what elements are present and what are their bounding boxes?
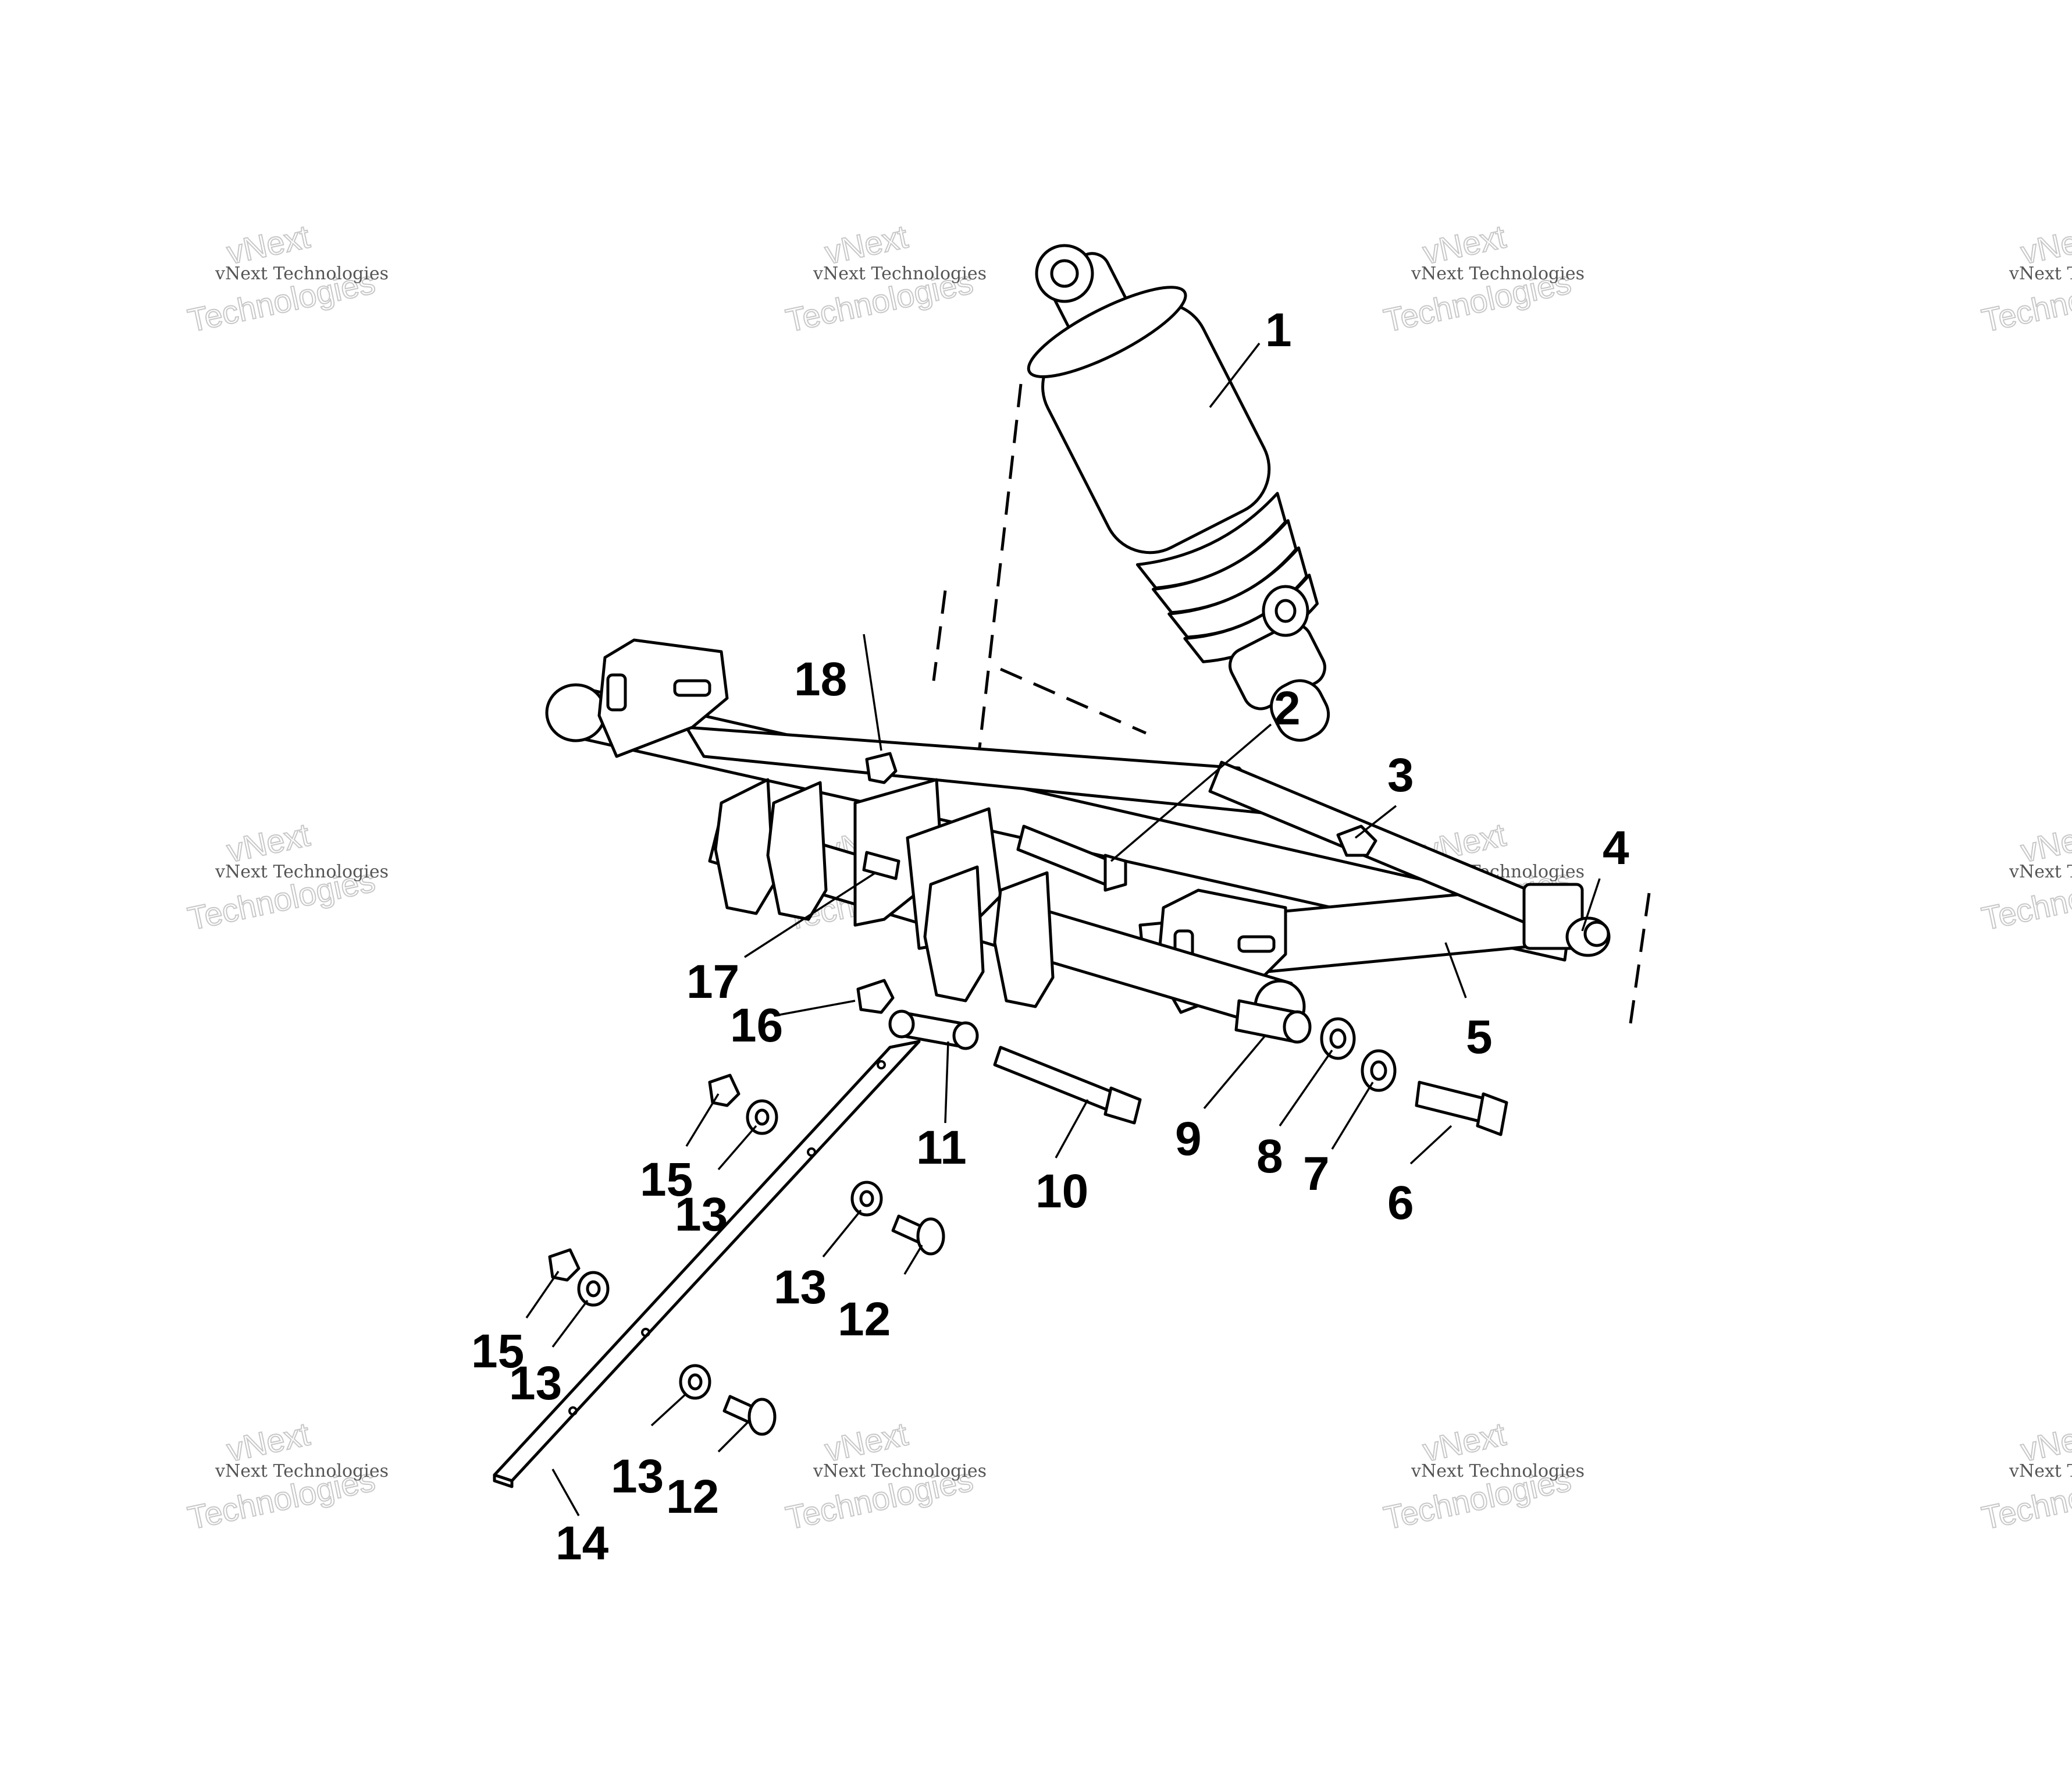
watermark-text: vNext Technologies <box>215 862 389 882</box>
callout-8: 8 <box>1256 1130 1283 1183</box>
swing-arm-assembly <box>545 638 1611 1034</box>
nut-18 <box>865 752 898 784</box>
callout-12b: 12 <box>666 1470 719 1523</box>
callout-15b: 15 <box>471 1325 524 1378</box>
watermark: vNext Technologies vNext Technologies <box>782 1414 987 1537</box>
watermark: vNext Technologies vNext Technologies <box>1978 815 2072 937</box>
pin-4 <box>1583 920 1610 947</box>
assembly-guide-lines <box>932 383 1651 1036</box>
washer-13d <box>679 1364 711 1400</box>
callout-14: 14 <box>556 1517 609 1570</box>
washer-13a <box>746 1099 778 1135</box>
nut-16 <box>856 979 895 1014</box>
watermark-text: vNext Technologies <box>1411 1461 1585 1481</box>
watermark-text: vNext Technologies <box>813 264 987 284</box>
watermark-text: vNext Technologies <box>2009 862 2072 882</box>
watermark: vNext Technologies vNext Technologies <box>1978 1414 2072 1537</box>
nut-3 <box>1336 824 1377 857</box>
callout-3: 3 <box>1387 749 1414 802</box>
spacer-9 <box>1234 999 1312 1044</box>
callout-18: 18 <box>794 653 847 706</box>
bolt-17 <box>862 851 900 880</box>
bolt-6 <box>1415 1080 1508 1136</box>
callout-13c: 13 <box>509 1357 562 1410</box>
callout-15a: 15 <box>640 1153 693 1206</box>
rivet-12b <box>722 1395 777 1436</box>
shock-absorber <box>1027 244 1330 742</box>
callout-7: 7 <box>1303 1147 1330 1200</box>
callout-16: 16 <box>730 999 783 1052</box>
callout-4: 4 <box>1603 822 1629 875</box>
callout-9: 9 <box>1175 1112 1202 1165</box>
watermark: vNext Technologies vNext Technologies <box>782 217 987 339</box>
washer-8 <box>1320 1017 1356 1060</box>
callout-labels: 1 2 3 4 5 6 7 8 9 10 11 12 12 13 13 13 1… <box>471 304 1629 1570</box>
watermark-text: vNext Technologies <box>2009 264 2072 284</box>
watermark-text: vNext Technologies <box>215 264 389 284</box>
callout-10: 10 <box>1035 1165 1088 1218</box>
watermark: vNext Technologies vNext Technologies <box>184 1414 389 1537</box>
watermark-text: vNext Technologies <box>2009 1461 2072 1481</box>
watermark: vNext Technologies vNext Technologies <box>1380 217 1585 339</box>
nut-15b <box>548 1248 581 1282</box>
watermark-text: vNext Technologies <box>1411 264 1585 284</box>
callout-17: 17 <box>686 955 739 1008</box>
washer-13c <box>577 1271 610 1307</box>
callout-13d: 13 <box>611 1450 664 1503</box>
rivet-12a <box>891 1214 945 1256</box>
watermark: vNext Technologies vNext Technologies <box>184 815 389 937</box>
callout-11: 11 <box>916 1121 967 1174</box>
washer-7 <box>1361 1049 1397 1092</box>
bolt-10 <box>993 1046 1142 1125</box>
bolt-2 <box>1016 824 1127 892</box>
strap-14 <box>493 1040 921 1488</box>
callout-1: 1 <box>1265 304 1292 357</box>
watermark-text: vNext Technologies <box>215 1461 389 1481</box>
callout-12a: 12 <box>838 1293 891 1346</box>
bushing-11 <box>888 1009 979 1050</box>
watermark: vNext Technologies vNext Technologies <box>1978 217 2072 339</box>
callout-2: 2 <box>1274 682 1301 735</box>
callout-5: 5 <box>1466 1011 1493 1064</box>
callout-6: 6 <box>1387 1176 1414 1229</box>
watermark: vNext Technologies vNext Technologies <box>184 217 389 339</box>
washer-13b <box>850 1181 883 1217</box>
callout-13a: 13 <box>675 1188 728 1241</box>
watermark: vNext Technologies vNext Technologies <box>1380 1414 1585 1537</box>
leader-lines <box>525 342 1601 1516</box>
watermark-text: vNext Technologies <box>813 1461 987 1481</box>
callout-13b: 13 <box>774 1261 827 1314</box>
